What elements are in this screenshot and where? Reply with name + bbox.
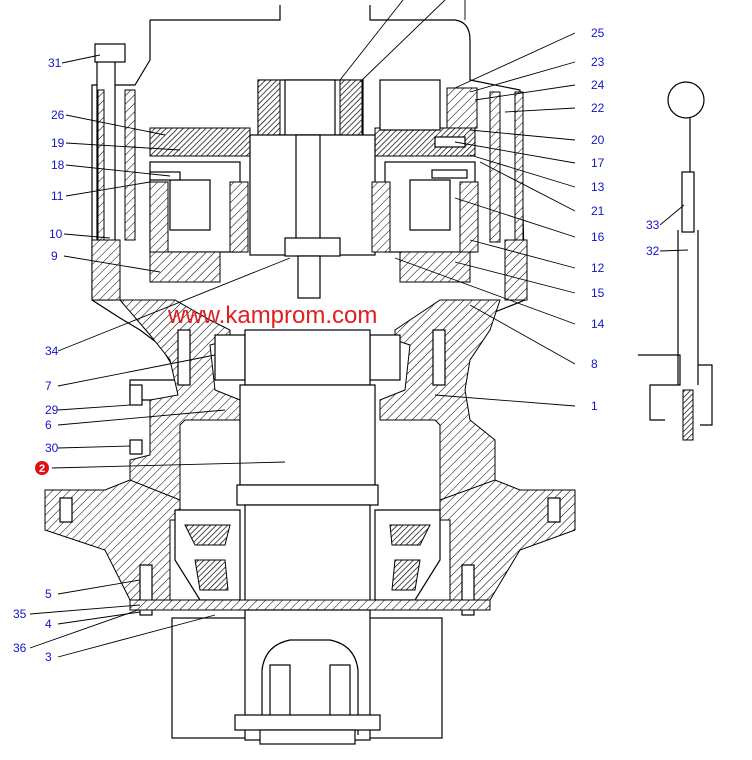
output-shaft — [236, 329, 379, 606]
callout-label-9[interactable]: 9 — [51, 249, 58, 263]
lower-flange — [44, 479, 576, 616]
callout-label-23[interactable]: 23 — [591, 55, 605, 69]
callout-label-13[interactable]: 13 — [591, 180, 605, 194]
callout-label-10[interactable]: 10 — [49, 227, 63, 241]
callout-label-36[interactable]: 36 — [13, 641, 27, 655]
callout-label-17[interactable]: 17 — [591, 156, 605, 170]
level-gauge — [638, 81, 713, 441]
callout-labels-left: 31 26 19 18 11 10 9 34 7 296 30 5 35 4 36 3 — [13, 56, 65, 664]
ring-26 — [149, 127, 251, 157]
callout-label-4[interactable]: 4 — [45, 617, 52, 631]
callout-label-12[interactable]: 12 — [591, 261, 605, 275]
callout-label-29[interactable]: 29 — [45, 403, 59, 417]
callout-label-34[interactable]: 34 — [45, 344, 59, 358]
callout-label-7[interactable]: 7 — [45, 379, 52, 393]
pinion-housing — [171, 609, 443, 745]
callout-label-21[interactable]: 21 — [591, 204, 605, 218]
callout-label-25[interactable]: 25 — [591, 26, 605, 40]
callout-label-15[interactable]: 15 — [591, 286, 605, 300]
callout-label-19[interactable]: 19 — [51, 136, 65, 150]
callout-badge-circle[interactable] — [35, 461, 49, 475]
callout-label-31[interactable]: 31 — [48, 56, 62, 70]
callout-label-8[interactable]: 8 — [591, 357, 598, 371]
callout-label-30[interactable]: 30 — [45, 441, 59, 455]
callout-label-18[interactable]: 18 — [51, 158, 65, 172]
callout-label-22[interactable]: 22 — [591, 101, 605, 115]
callout-label-6[interactable]: 6 — [45, 418, 52, 432]
leader-lines — [29, 0, 689, 658]
gear-carrier-assembly — [149, 79, 479, 299]
callout-label-24[interactable]: 24 — [591, 78, 605, 92]
callout-label-5[interactable]: 5 — [45, 587, 52, 601]
main-casing — [118, 299, 501, 501]
watermark-text: www.kamprom.com — [167, 302, 377, 329]
callout-label-16[interactable]: 16 — [591, 230, 605, 244]
callout-label-20[interactable]: 20 — [591, 133, 605, 147]
callout-label-33[interactable]: 33 — [646, 218, 660, 232]
callout-label-1[interactable]: 1 — [591, 399, 598, 413]
callout-label-2[interactable]: 2 — [39, 463, 45, 475]
callout-labels-right: 25 23 24 22 20 17 13 21 16 12 15 14 8 1 33 32 — [591, 26, 660, 413]
highlighted-callout-badge[interactable]: 2 — [35, 461, 49, 475]
callout-label-35[interactable]: 35 — [13, 607, 27, 621]
callout-label-32[interactable]: 32 — [646, 244, 660, 258]
callout-label-26[interactable]: 26 — [51, 108, 65, 122]
callout-label-11[interactable]: 11 — [51, 189, 64, 203]
callout-label-14[interactable]: 14 — [591, 317, 605, 331]
callout-label-3[interactable]: 3 — [45, 650, 52, 664]
